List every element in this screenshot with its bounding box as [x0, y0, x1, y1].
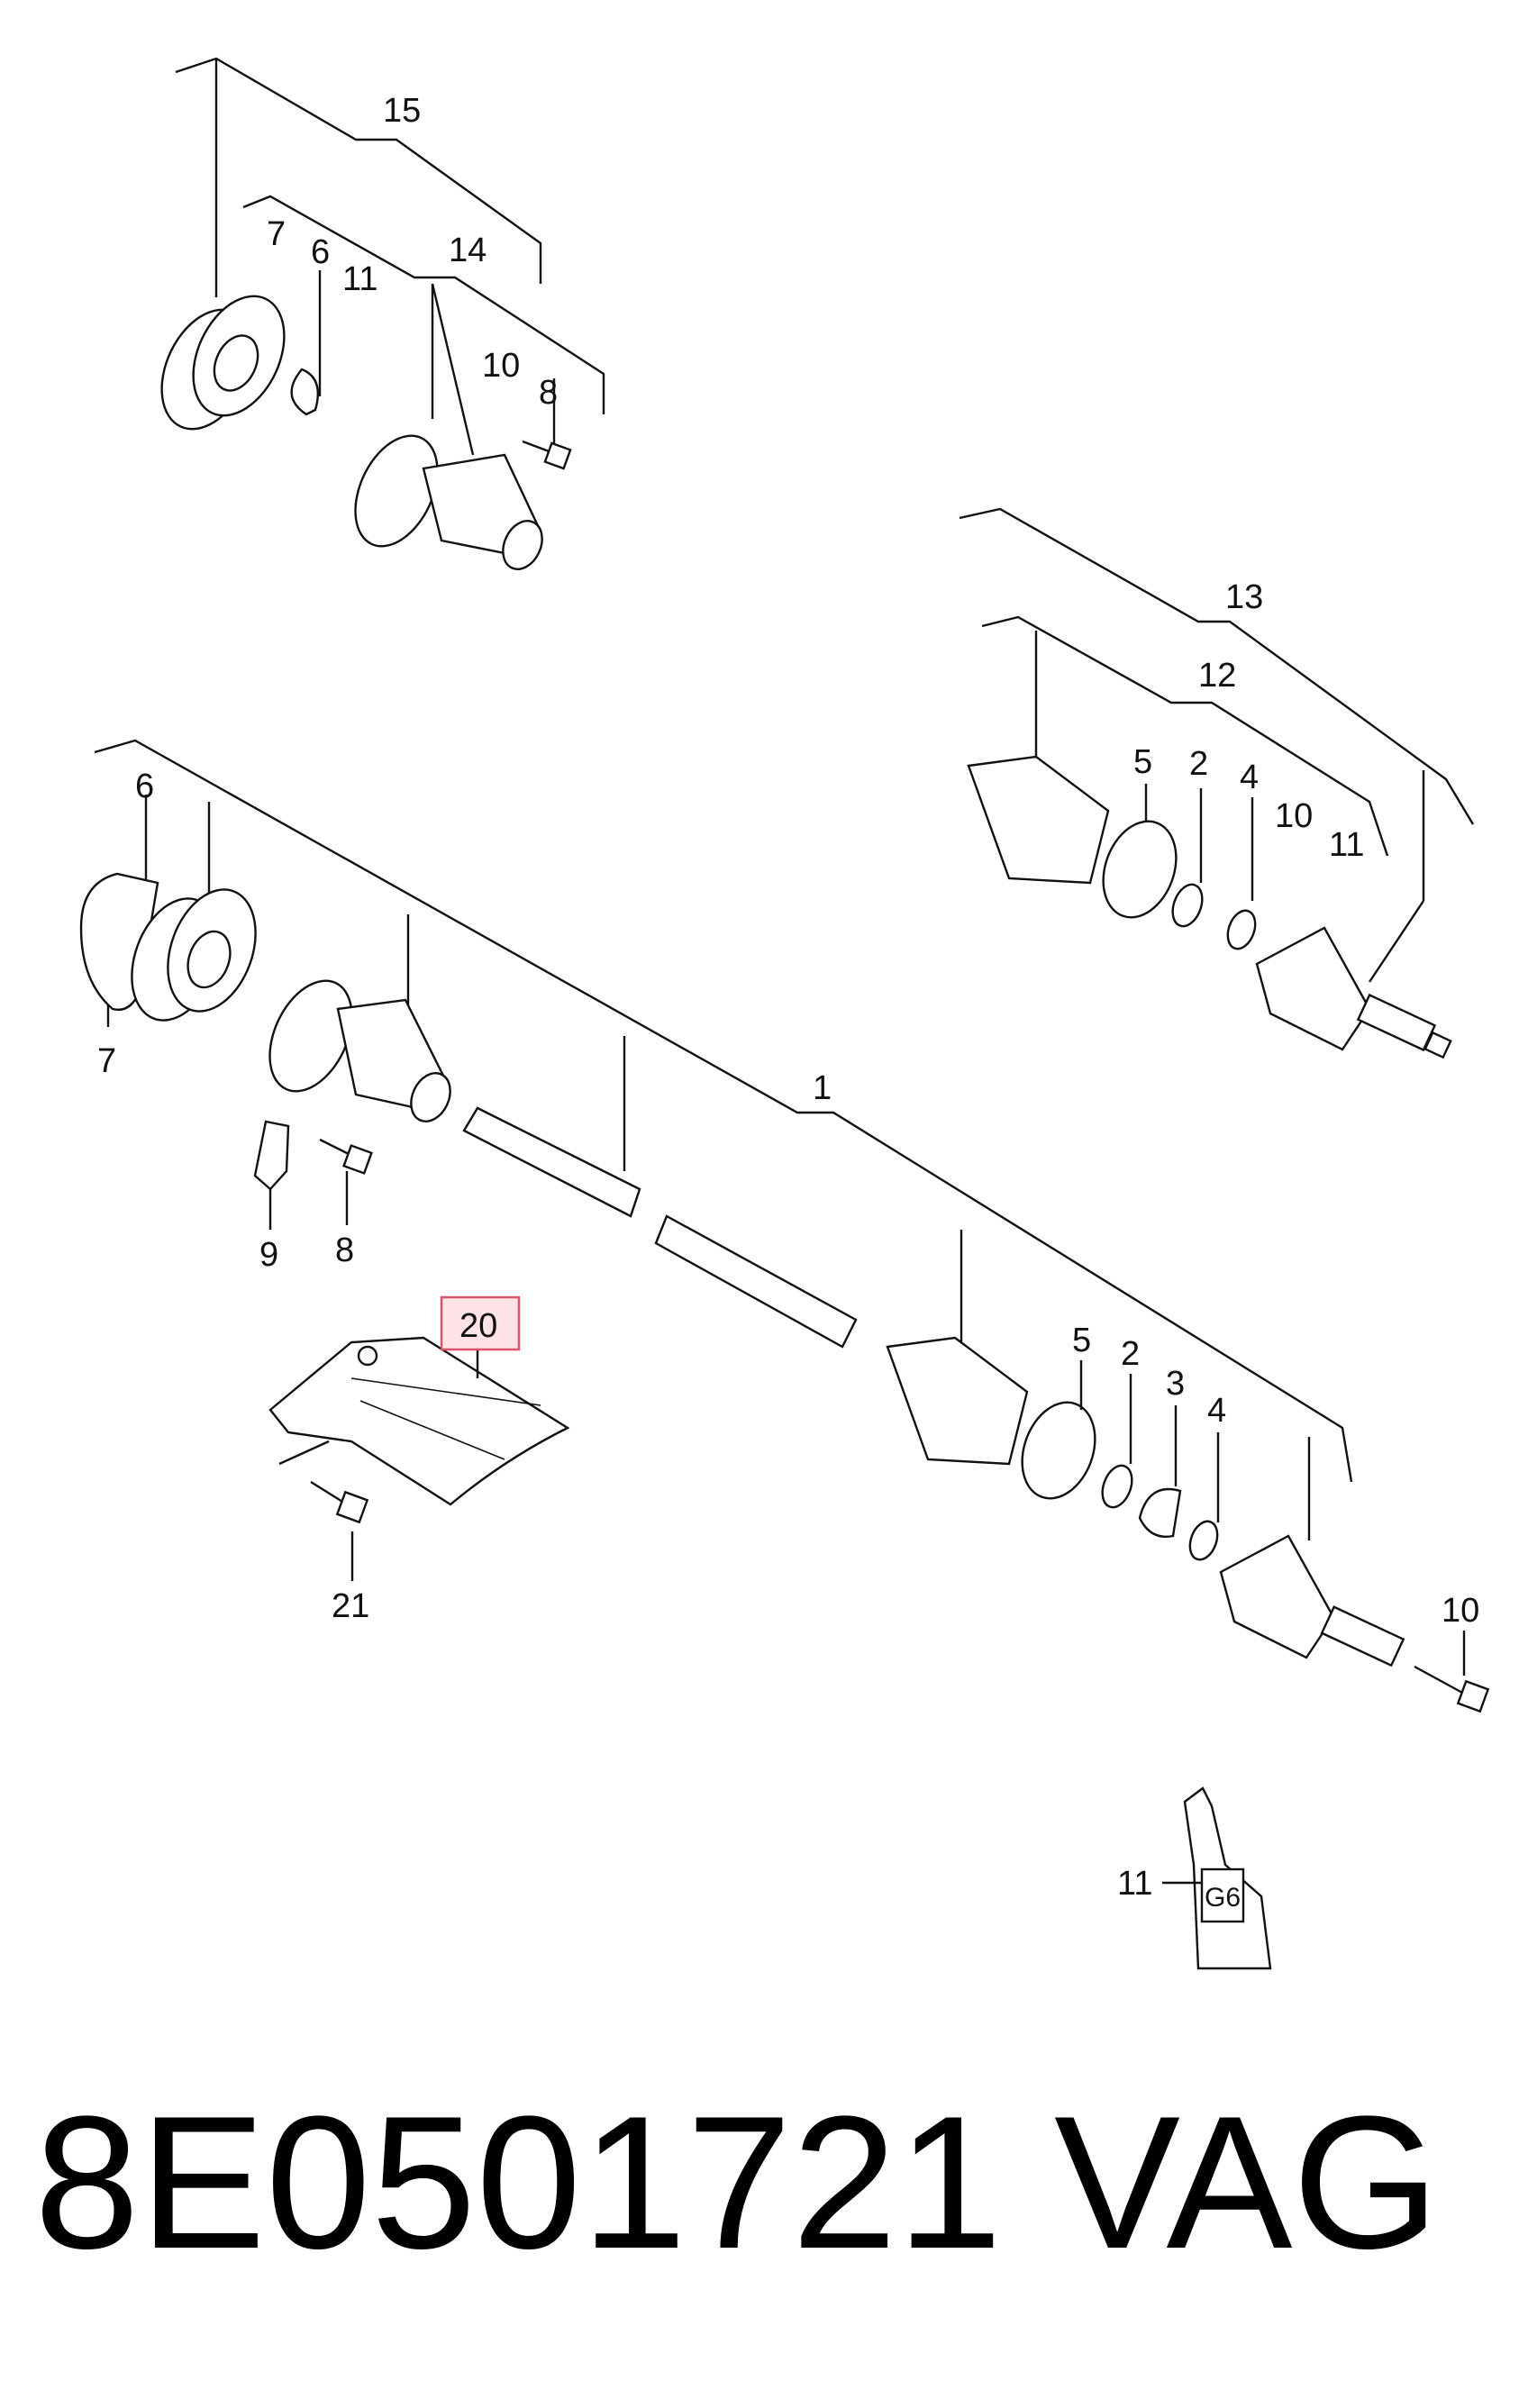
- callout-8-main: 8: [335, 1231, 354, 1269]
- callout-6-main: 6: [135, 768, 154, 805]
- top-assembly: 15 14 7 6 11 10 8: [160, 57, 605, 570]
- callout-3: 3: [1166, 1365, 1185, 1403]
- callout-8-top: 8: [539, 374, 558, 412]
- callout-20: 20: [459, 1307, 497, 1345]
- washer-right-lower: [1101, 1464, 1133, 1509]
- boot-right-upper: [967, 755, 1110, 885]
- bolt-left: [319, 1138, 373, 1175]
- callout-2-main: 2: [1121, 1335, 1140, 1373]
- callout-10-right: 10: [1275, 797, 1313, 835]
- bracket-12: [981, 615, 1389, 857]
- outer-joint-right-lower: [1219, 1534, 1405, 1667]
- tube-label: [1200, 1867, 1245, 1923]
- boot-right-lower: [886, 1336, 1029, 1466]
- washer-right-upper: [1171, 883, 1204, 928]
- circlip-right-lower: [1188, 1520, 1219, 1561]
- callout-1: 1: [813, 1069, 832, 1107]
- callout-11-top: 11: [342, 260, 377, 298]
- right-assembly: 13 12 5 2 4 10 11: [959, 507, 1475, 1059]
- callout-10-top: 10: [482, 347, 520, 385]
- grease-tube: G6 11: [1117, 1786, 1272, 1970]
- highlight-box-20: [440, 1295, 521, 1351]
- tube-text: G6: [1205, 1883, 1241, 1913]
- callout-11-right: 11: [1329, 826, 1364, 864]
- drive-shaft: [462, 1106, 858, 1349]
- callout-2-right: 2: [1189, 745, 1208, 783]
- heat-shield: [268, 1336, 570, 1506]
- callout-9: 9: [259, 1236, 278, 1274]
- boot-flange-top: [354, 434, 543, 570]
- callout-6-top: 6: [311, 233, 330, 271]
- boot-left: [268, 979, 451, 1122]
- callout-13: 13: [1225, 578, 1263, 616]
- callout-15: 15: [383, 92, 421, 130]
- brand-caption: VAG: [1054, 2076, 1440, 2288]
- cv-joint-flange-left: [131, 888, 257, 1022]
- circlip-top: [290, 368, 320, 416]
- callout-7-main: 7: [97, 1042, 116, 1080]
- bolt-shield: [310, 1480, 369, 1524]
- outer-joint-right-upper: [1255, 926, 1452, 1059]
- clamp-right-upper: [1102, 820, 1178, 919]
- circlip-right-upper: [1226, 909, 1257, 950]
- callout-5-right: 5: [1133, 743, 1152, 781]
- dish-washer: [1138, 1487, 1182, 1538]
- clamp-right-lower: [1021, 1401, 1096, 1500]
- callout-21: 21: [332, 1587, 369, 1625]
- callout-12: 12: [1198, 657, 1236, 695]
- bracket-15: [175, 57, 542, 284]
- bracket-14: [242, 195, 605, 414]
- callout-7-top: 7: [267, 215, 286, 253]
- lock-plate: [253, 1120, 290, 1191]
- part-number-caption: 8E0501721: [34, 2076, 1003, 2288]
- cv-joint-flange-top: [160, 295, 286, 431]
- callout-4-main: 4: [1207, 1392, 1226, 1430]
- bolt-right: [1414, 1665, 1490, 1713]
- bracket-1: [94, 739, 1353, 1483]
- callout-5-main: 5: [1072, 1322, 1091, 1359]
- callout-4-right: 4: [1240, 759, 1259, 796]
- main-assembly: 1 6 7 9 8 20 21 5 2 3 4 10: [79, 739, 1490, 1713]
- callout-14: 14: [449, 232, 487, 269]
- callout-10-main: 10: [1442, 1592, 1479, 1630]
- bracket-13: [959, 507, 1475, 825]
- bolt-top: [522, 440, 572, 470]
- callout-11-grease: 11: [1117, 1865, 1152, 1903]
